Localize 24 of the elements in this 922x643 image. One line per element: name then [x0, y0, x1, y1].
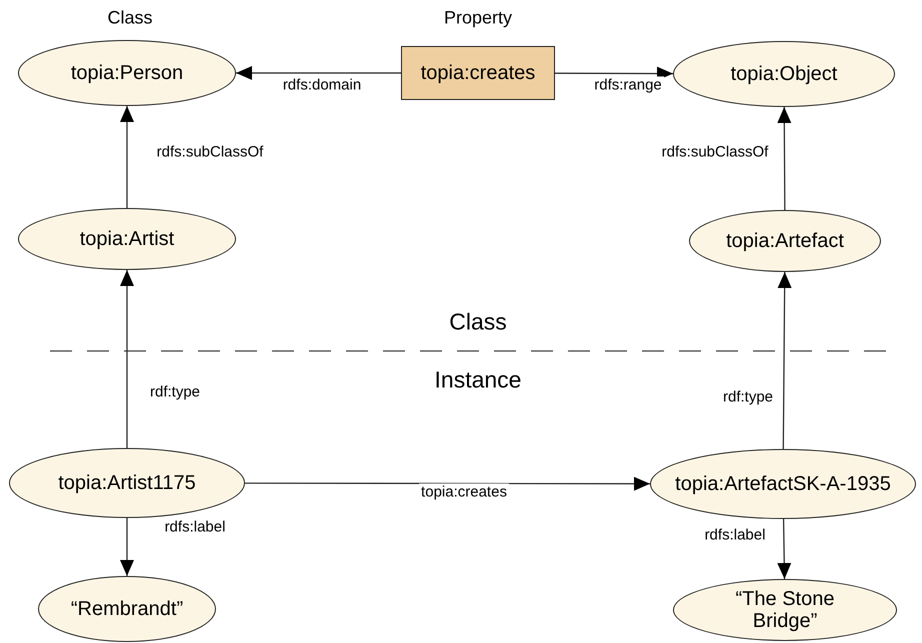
node-label: topia:Artist: [80, 228, 174, 250]
node-label: topia:Artist1175: [58, 472, 196, 494]
node-label: “The Stone Bridge”: [734, 588, 836, 632]
node-label: topia:Person: [70, 62, 184, 84]
arrow: [778, 272, 792, 449]
arrow: [236, 66, 401, 80]
section-heading: Instance: [434, 366, 522, 394]
section-heading: Class: [108, 8, 152, 28]
node-label: topia:creates: [420, 62, 536, 84]
section-heading: Class: [449, 308, 507, 336]
node-label: topia:ArtefactSK-A-1935: [675, 473, 891, 495]
arrow: [245, 476, 650, 491]
section-heading: Property: [444, 8, 512, 28]
node-label: topia:Object: [730, 63, 838, 85]
edge-label: topia:creates: [419, 484, 509, 500]
edge-label: rdfs:range: [592, 76, 664, 94]
property-box: [401, 46, 555, 100]
arrow: [777, 107, 792, 210]
arrow: [120, 518, 134, 576]
node-label: “Rembrandt”: [70, 598, 184, 620]
arrow: [120, 270, 134, 448]
arrow: [120, 106, 134, 208]
node-label: topia:Artefact: [726, 230, 844, 252]
arrow: [777, 518, 792, 580]
